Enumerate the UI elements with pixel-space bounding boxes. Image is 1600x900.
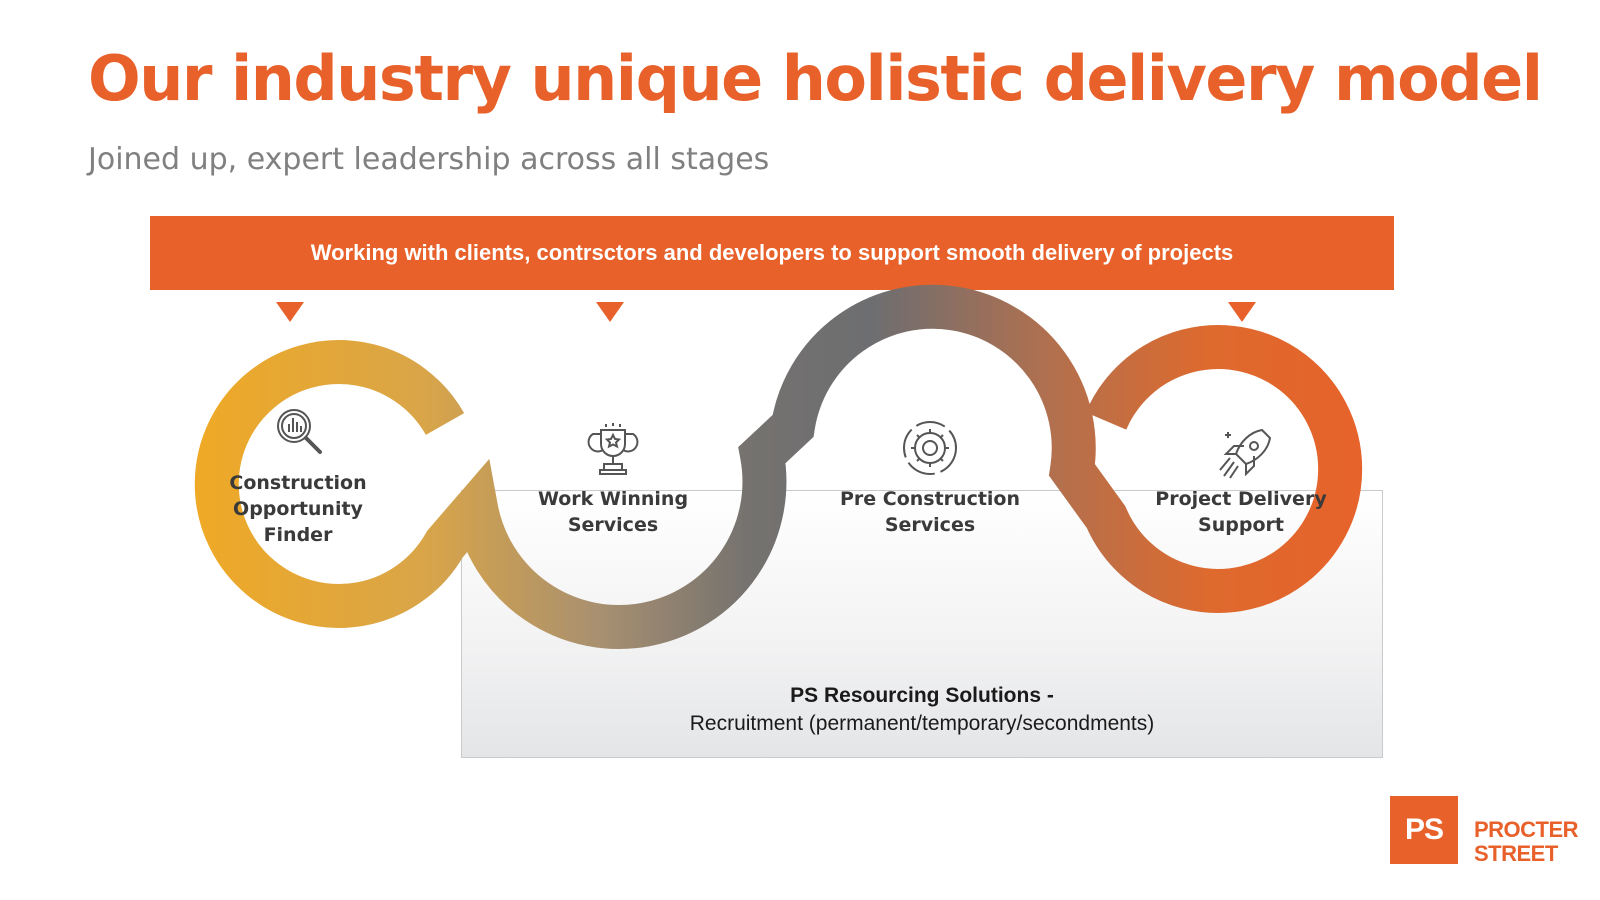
logo-line-2: STREET [1474,841,1558,866]
stage-label-pre-construction-services: Pre Construction Services [830,486,1030,538]
stage-1-line-1: Construction [229,472,367,494]
stage-4-line-1: Project Delivery [1155,488,1327,510]
resourcing-text: PS Resourcing Solutions - Recruitment (p… [461,682,1383,738]
rocket-icon [1219,428,1272,479]
resourcing-panel [461,490,1383,758]
stage-2-line-2: Services [567,514,659,536]
page-subtitle: Joined up, expert leadership across all … [88,142,770,177]
stage-4-line-2: Support [1198,514,1284,536]
infinity-ribbon [194,284,1363,649]
logo-wordmark: PROCTER STREET [1474,817,1579,866]
resourcing-title: PS Resourcing Solutions - [790,684,1054,707]
stage-3-line-2: Services [884,514,976,536]
trophy-icon [587,423,639,475]
magnifier-chart-icon [277,409,322,454]
top-banner: Working with clients, contrsctors and de… [150,216,1394,290]
logo-line-1: PROCTER [1474,817,1579,842]
stage-1-line-3: Finder [263,524,333,546]
down-arrow-1 [276,302,304,322]
down-arrow-2 [596,302,624,322]
stage-label-work-winning-services: Work Winning Services [513,486,713,538]
stage-label-construction-opportunity-finder: Construction Opportunity Finder [198,470,398,548]
stage-2-line-1: Work Winning [537,488,689,510]
stage-1-line-2: Opportunity [233,498,363,520]
stage-label-project-delivery-support: Project Delivery Support [1141,486,1341,538]
down-arrow-4 [1228,302,1256,322]
page-title: Our industry unique holistic delivery mo… [88,42,1543,115]
gear-icon [903,421,957,475]
resourcing-detail: Recruitment (permanent/temporary/secondm… [689,712,1155,735]
logo-mark: PS [1390,796,1458,864]
stage-3-line-1: Pre Construction [839,488,1021,510]
